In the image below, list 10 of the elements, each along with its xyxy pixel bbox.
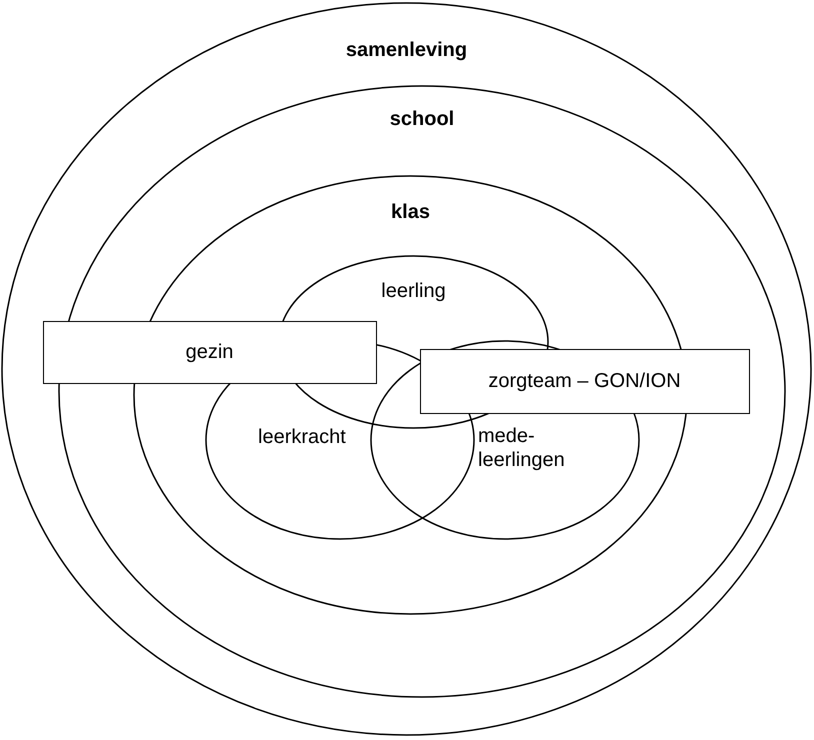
region-label: leerling xyxy=(380,279,447,303)
box-label: zorgteam – GON/ION xyxy=(487,369,682,393)
region-label: school xyxy=(388,107,456,131)
ring-ellipse xyxy=(58,85,786,698)
region-label: leerkracht xyxy=(258,425,347,449)
region-label: samenleving xyxy=(344,38,468,62)
box-label: gezin xyxy=(184,340,234,364)
label-box xyxy=(420,349,750,414)
region-label: klas xyxy=(390,200,431,224)
region-label: mede- leerlingen xyxy=(478,424,566,472)
